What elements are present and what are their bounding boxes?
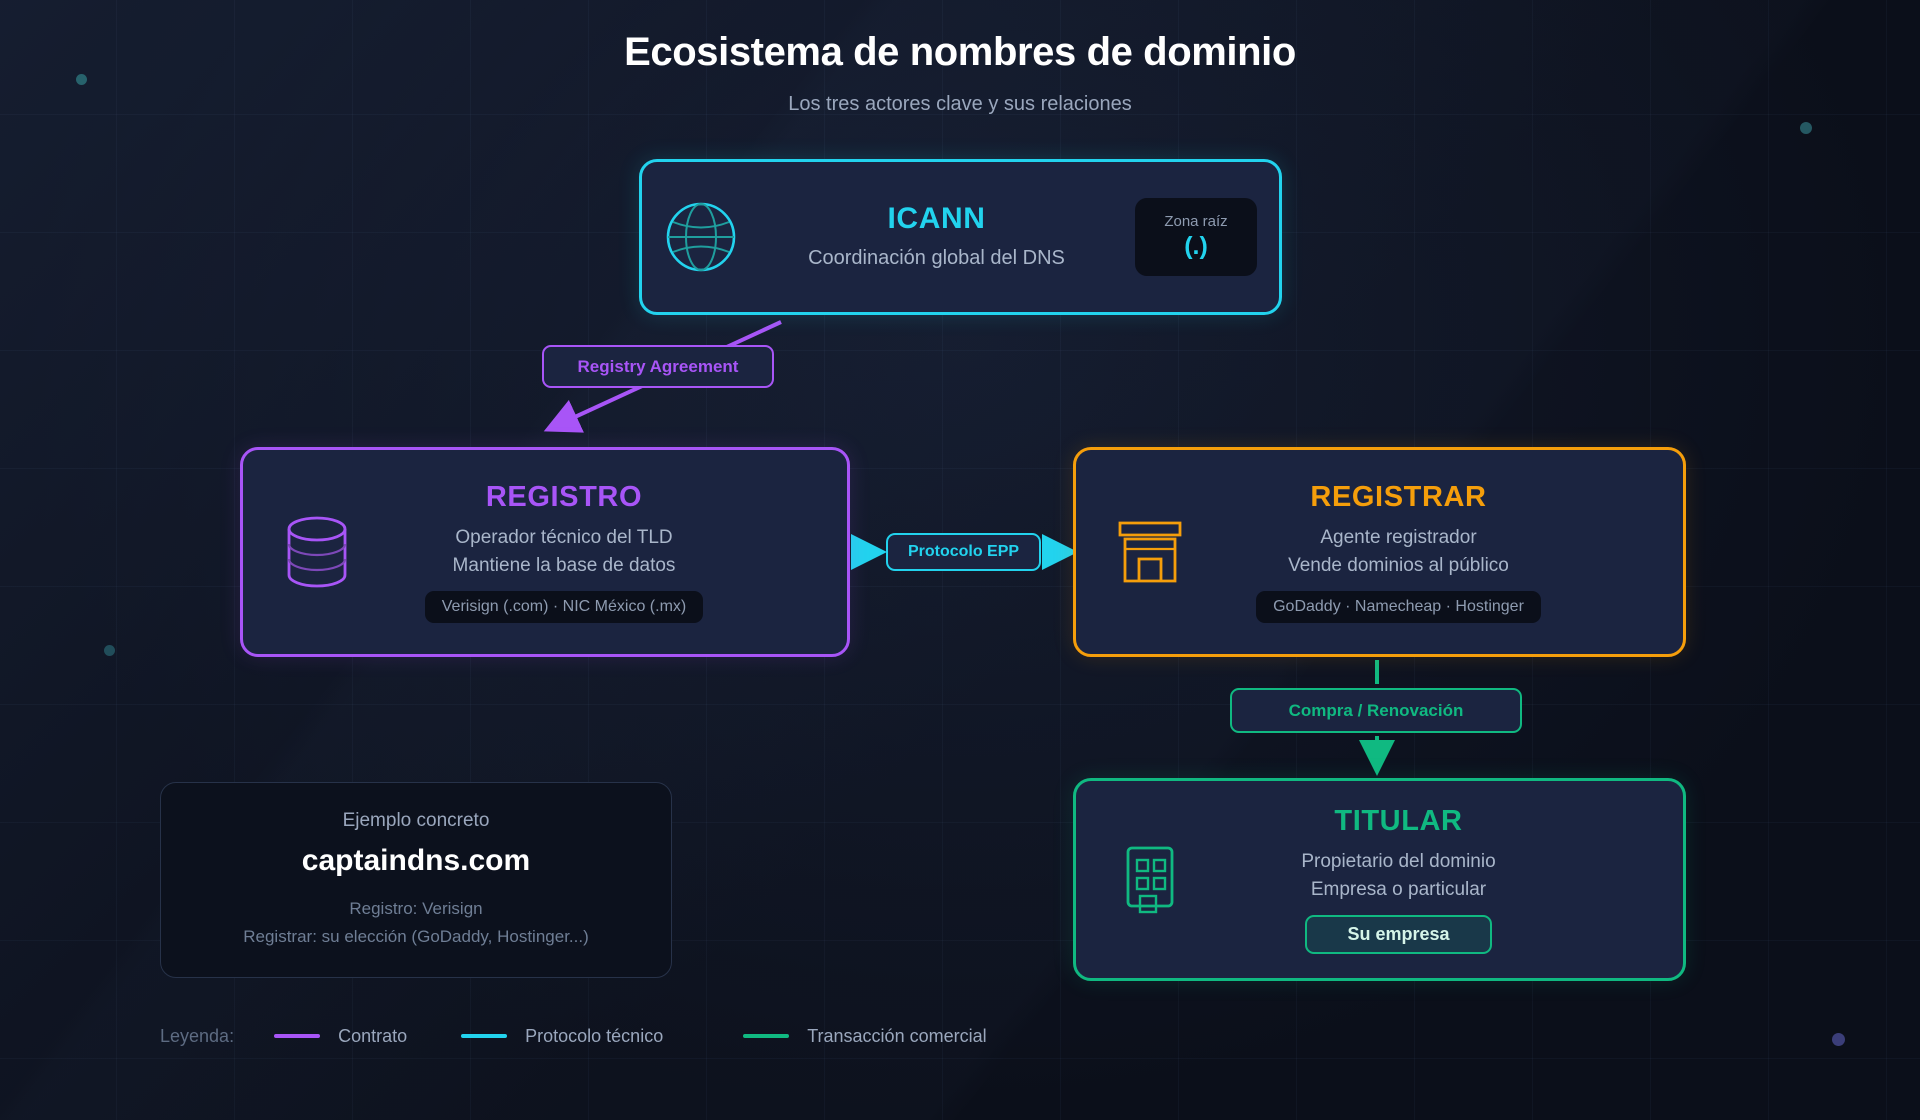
storefront-icon — [1076, 515, 1224, 589]
example-domain: captaindns.com — [301, 843, 531, 877]
example-label: Ejemplo concreto — [342, 809, 490, 831]
registrar-line-1: Agente registrador — [1320, 527, 1477, 549]
registro-line-2: Mantiene la base de datos — [452, 555, 676, 576]
icann-description: Coordinación global del DNS — [808, 246, 1065, 269]
registro-body: REGISTRO Operador técnico del TLD Mantie… — [391, 481, 847, 623]
titular-line-2: Empresa o particular — [1310, 878, 1487, 900]
node-registro[interactable]: REGISTRO Operador técnico del TLD Mantie… — [240, 447, 850, 657]
zona-raiz-badge: Zona raíz (.) — [1135, 198, 1257, 276]
titular-title: TITULAR — [1334, 804, 1463, 837]
example-line-2: Registrar: su elección (GoDaddy, Hosting… — [243, 927, 589, 946]
page-title: Ecosistema de nombres de dominio — [624, 30, 1296, 74]
legend-swatch-transaccion — [743, 1034, 790, 1038]
titular-line-1: Propietario del dominio — [1301, 850, 1496, 872]
icann-body: ICANN Coordinación global del DNS — [738, 202, 1135, 273]
example-line-1: Registro: Verisign — [349, 898, 483, 918]
page-subtitle: Los tres actores clave y sus relaciones — [788, 93, 1132, 115]
node-titular[interactable]: TITULAR Propietario del dominio Empresa … — [1073, 778, 1686, 981]
registrar-line-2: Vende dominios al público — [1288, 555, 1509, 576]
legend-label-transaccion: Transacción comercial — [807, 1025, 987, 1046]
legend-title: Leyenda: — [160, 1025, 235, 1046]
legend-item-protocolo: Protocolo técnico — [461, 1026, 663, 1047]
registro-badge: Verisign (.com) · NIC México (.mx) — [424, 590, 704, 623]
registrar-title: REGISTRAR — [1310, 481, 1487, 514]
registrar-badge: GoDaddy · Namecheap · Hostinger — [1256, 590, 1541, 623]
connector-label-epp: Protocolo EPP — [886, 533, 1041, 571]
legend-item-transaccion: Transacción comercial — [743, 1025, 987, 1047]
legend-label-protocolo: Protocolo técnico — [525, 1025, 664, 1046]
icann-title: ICANN — [887, 201, 986, 235]
globe-icon — [664, 200, 738, 274]
zona-raiz-label: Zona raíz — [1164, 213, 1228, 230]
connector-label-registry-agreement: Registry Agreement — [542, 345, 774, 388]
database-icon — [243, 513, 391, 591]
registro-line-1: Operador técnico del TLD — [455, 527, 673, 549]
decorative-dot — [104, 645, 115, 656]
registro-title: REGISTRO — [485, 481, 643, 514]
building-icon — [1076, 842, 1224, 918]
titular-body: TITULAR Propietario del dominio Empresa … — [1224, 804, 1683, 955]
node-registrar[interactable]: REGISTRAR Agente registrador Vende domin… — [1073, 447, 1686, 657]
decorative-dot — [1832, 1033, 1845, 1046]
decorative-dot — [76, 74, 87, 85]
legend-swatch-protocolo — [461, 1034, 508, 1038]
titular-pill[interactable]: Su empresa — [1305, 915, 1492, 955]
registrar-body: REGISTRAR Agente registrador Vende domin… — [1224, 481, 1683, 623]
legend-swatch-contrato — [274, 1034, 321, 1038]
connector-label-compra-renovacion: Compra / Renovación — [1230, 688, 1522, 733]
node-icann[interactable]: ICANN Coordinación global del DNS Zona r… — [639, 159, 1282, 315]
legend-item-contrato: Contrato — [274, 1026, 407, 1047]
decorative-dot — [1800, 122, 1812, 134]
legend-label-contrato: Contrato — [338, 1025, 408, 1046]
zona-raiz-value: (.) — [1184, 232, 1208, 260]
example-card: Ejemplo concreto captaindns.com Registro… — [160, 782, 672, 978]
legend: Leyenda: Contrato Protocolo técnico Tran… — [160, 1021, 1041, 1051]
